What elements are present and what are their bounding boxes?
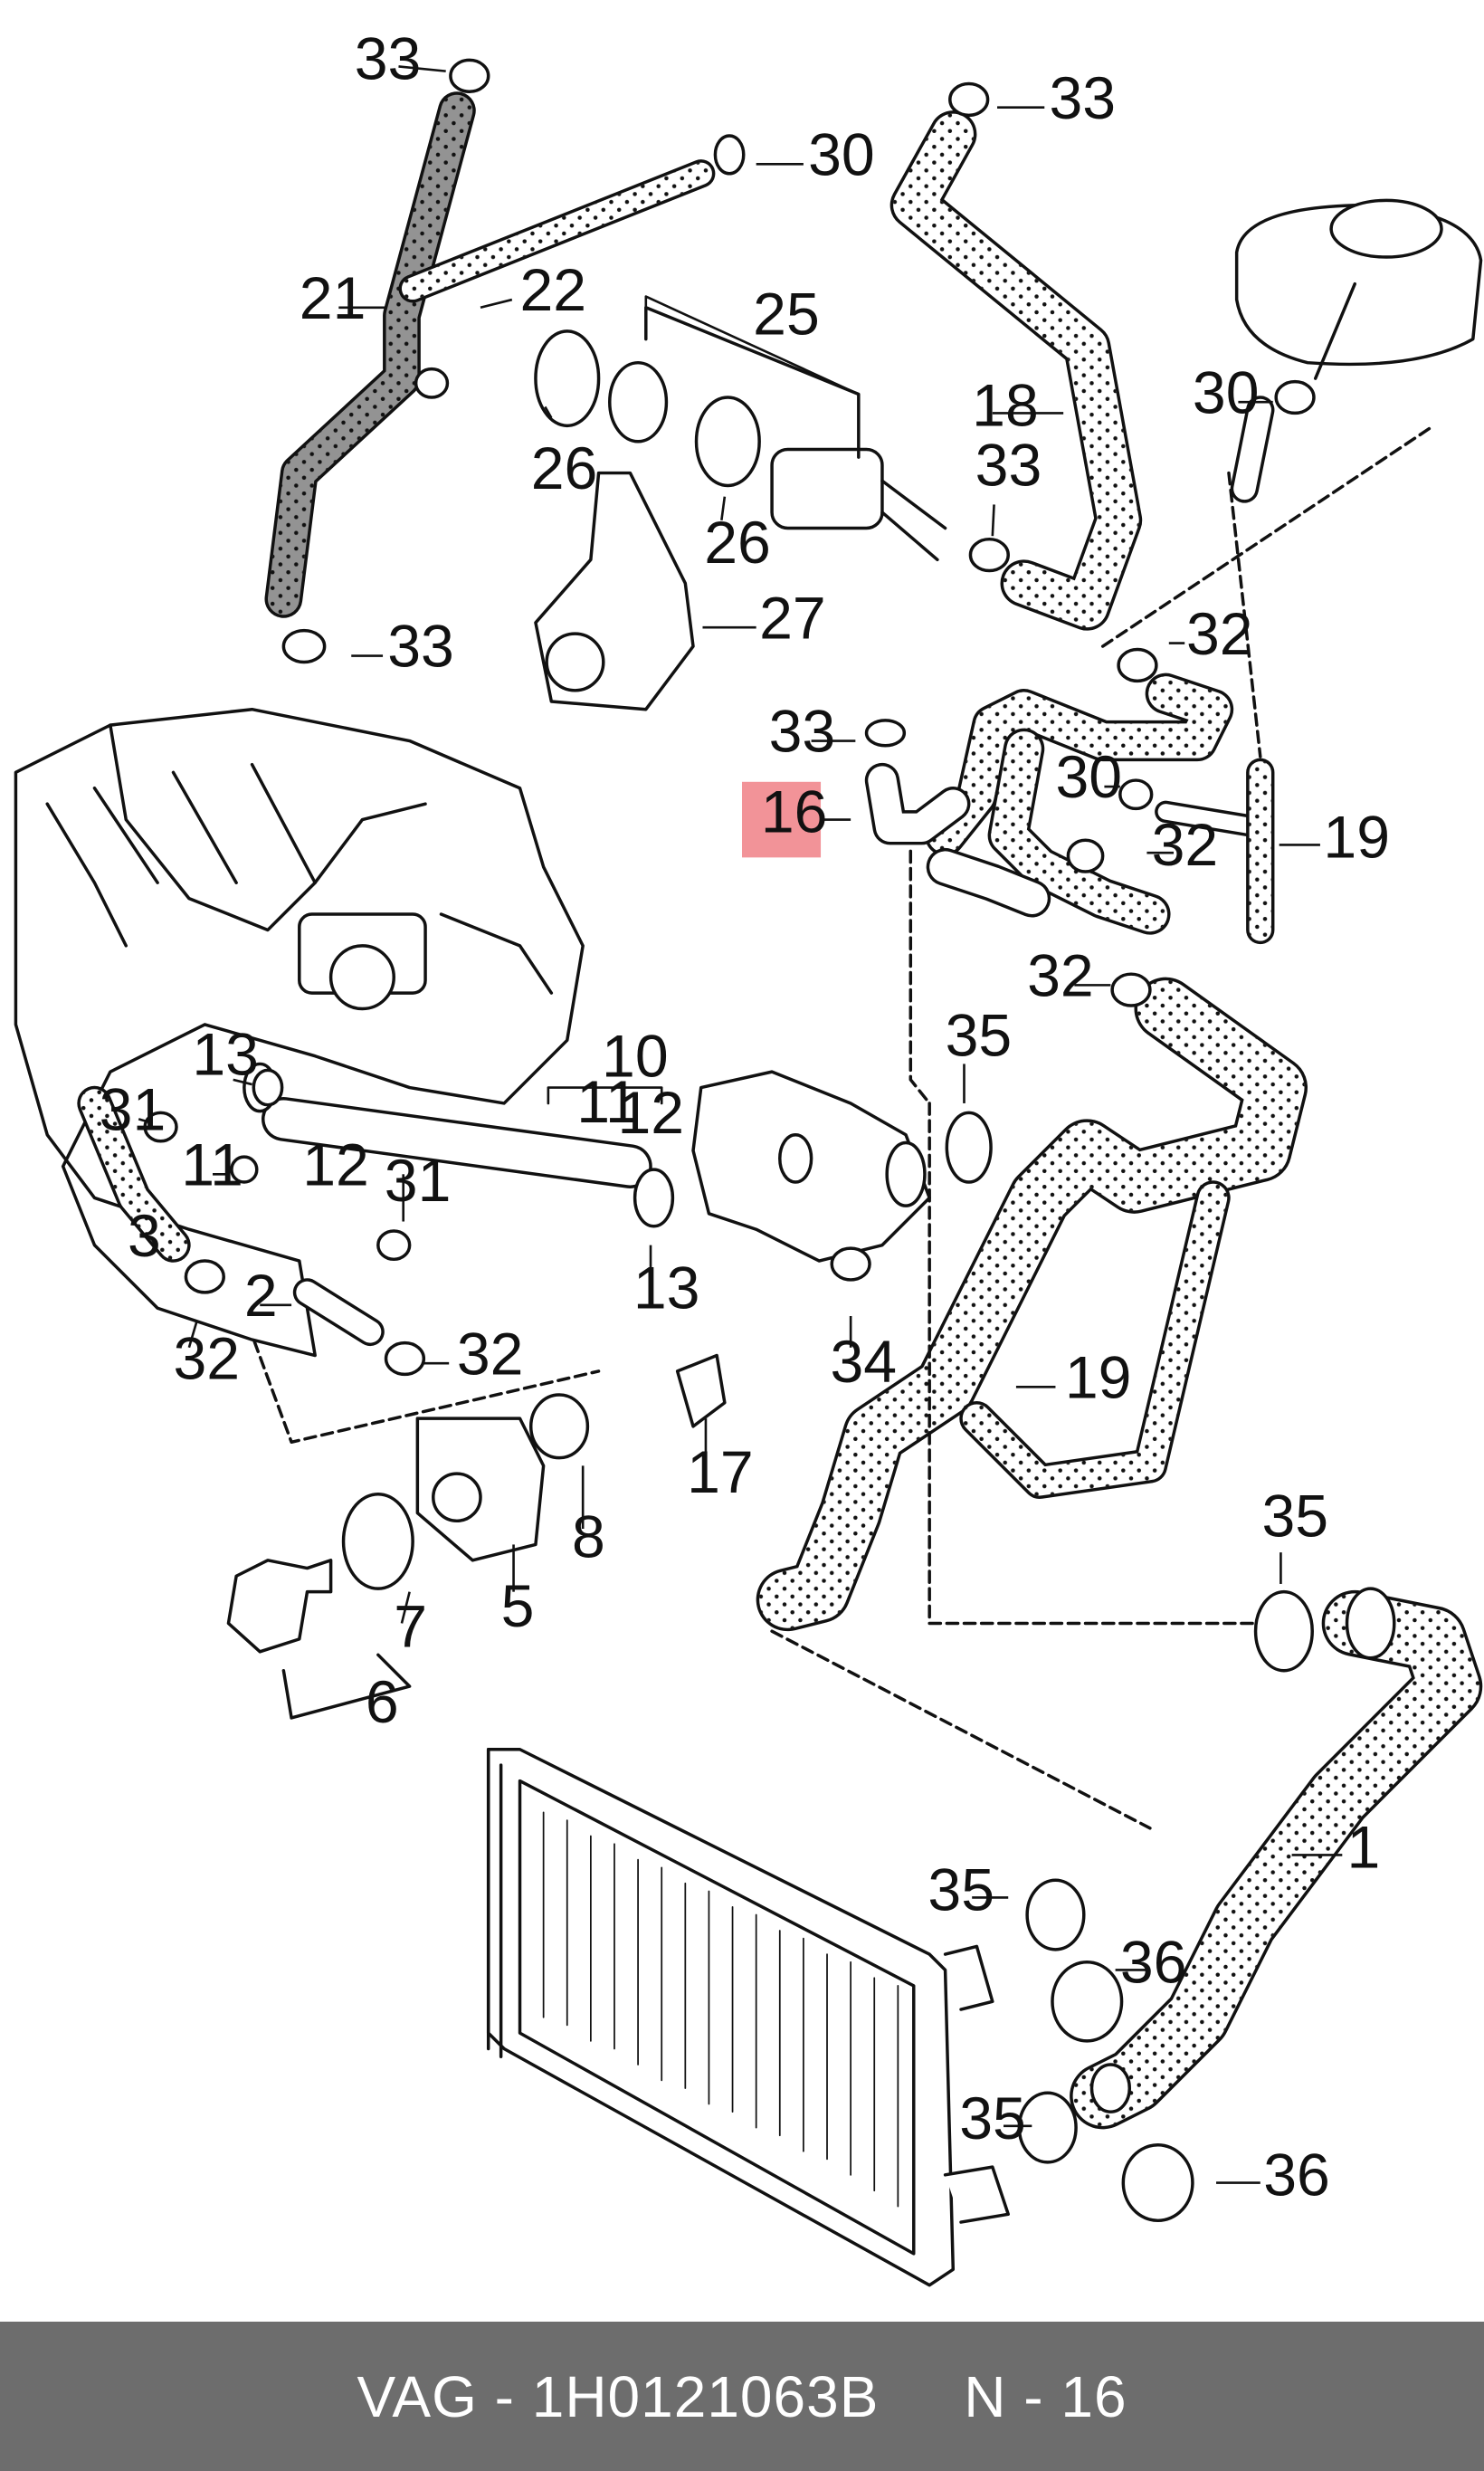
callout-19: 19 bbox=[1065, 1345, 1132, 1412]
footer-part-number: VAG - 1H0121063B N - 16 bbox=[357, 2363, 1127, 2429]
clip-36-b bbox=[1121, 2142, 1194, 2223]
bracket-27 bbox=[534, 471, 695, 711]
callout-21: 21 bbox=[300, 265, 366, 332]
seal-8 bbox=[528, 1393, 590, 1460]
callout-33: 33 bbox=[975, 432, 1042, 499]
callout-2: 2 bbox=[244, 1263, 278, 1330]
callout-22: 22 bbox=[520, 257, 587, 324]
callout-13: 13 bbox=[192, 1022, 259, 1089]
callout-36: 36 bbox=[1263, 2142, 1330, 2209]
callout-32: 32 bbox=[174, 1326, 241, 1393]
callout-7: 7 bbox=[394, 1594, 427, 1661]
callout-11: 11 bbox=[181, 1131, 243, 1198]
part-6 bbox=[226, 1559, 333, 1654]
callout-10: 10 bbox=[602, 1023, 669, 1090]
callout-33: 33 bbox=[769, 699, 836, 766]
callout-31: 31 bbox=[100, 1077, 166, 1144]
clip-17 bbox=[675, 1353, 727, 1428]
engine-block bbox=[14, 707, 585, 1358]
part-25-body bbox=[770, 447, 884, 530]
callout-30: 30 bbox=[1193, 359, 1260, 426]
callout-26: 26 bbox=[704, 510, 771, 577]
clip-35-b bbox=[1253, 1589, 1314, 1673]
callout-32: 32 bbox=[1186, 601, 1253, 668]
seal-7 bbox=[341, 1492, 414, 1590]
callout-36: 36 bbox=[1120, 1929, 1187, 1996]
callout-16: 16 bbox=[761, 779, 828, 846]
callout-35: 35 bbox=[946, 1003, 1013, 1070]
highlight-part-16 bbox=[742, 781, 822, 858]
clip-35-d bbox=[1017, 2091, 1078, 2164]
callout-27: 27 bbox=[759, 585, 826, 652]
callout-17: 17 bbox=[687, 1439, 754, 1506]
callout-5: 5 bbox=[501, 1573, 535, 1640]
callout-19: 19 bbox=[1323, 804, 1390, 871]
callout-34: 34 bbox=[830, 1329, 897, 1396]
callout-32: 32 bbox=[1152, 812, 1219, 879]
callout-3: 3 bbox=[128, 1203, 161, 1270]
clip-36-a bbox=[1051, 1961, 1124, 2043]
callout-33: 33 bbox=[355, 25, 422, 92]
callout-8: 8 bbox=[572, 1503, 605, 1570]
clip-35-c bbox=[1025, 1878, 1086, 1951]
callout-18: 18 bbox=[972, 372, 1039, 439]
footer-bar: VAG - 1H0121063B N - 16 bbox=[0, 2322, 1484, 2471]
radiator bbox=[486, 1748, 956, 2287]
callout-32: 32 bbox=[1027, 943, 1094, 1010]
callout-12: 12 bbox=[302, 1131, 369, 1198]
callout-30: 30 bbox=[808, 122, 875, 189]
callout-31: 31 bbox=[385, 1148, 452, 1215]
callout-35: 35 bbox=[959, 2085, 1026, 2152]
callout-1: 1 bbox=[1347, 1814, 1381, 1881]
coolant-system-diagram: 33 30 33 21 22 25 18 30 26 26 33 27 33 3… bbox=[14, 25, 1483, 2287]
callout-35: 35 bbox=[928, 1856, 994, 1923]
callout-33: 33 bbox=[1049, 65, 1116, 132]
callout-35: 35 bbox=[1262, 1484, 1329, 1550]
callout-32: 32 bbox=[457, 1321, 524, 1388]
callout-33: 33 bbox=[387, 614, 454, 681]
callout-30: 30 bbox=[1055, 744, 1122, 811]
part-26-ring-a bbox=[534, 329, 601, 428]
clip-35-a bbox=[945, 1111, 993, 1184]
callout-13: 13 bbox=[633, 1255, 700, 1321]
callout-11: 11 bbox=[576, 1069, 639, 1136]
part-26-ring-b bbox=[694, 396, 761, 488]
callout-6: 6 bbox=[366, 1669, 399, 1736]
callout-26: 26 bbox=[531, 435, 598, 502]
callout-25: 25 bbox=[753, 281, 820, 348]
callout-12: 12 bbox=[617, 1080, 684, 1147]
